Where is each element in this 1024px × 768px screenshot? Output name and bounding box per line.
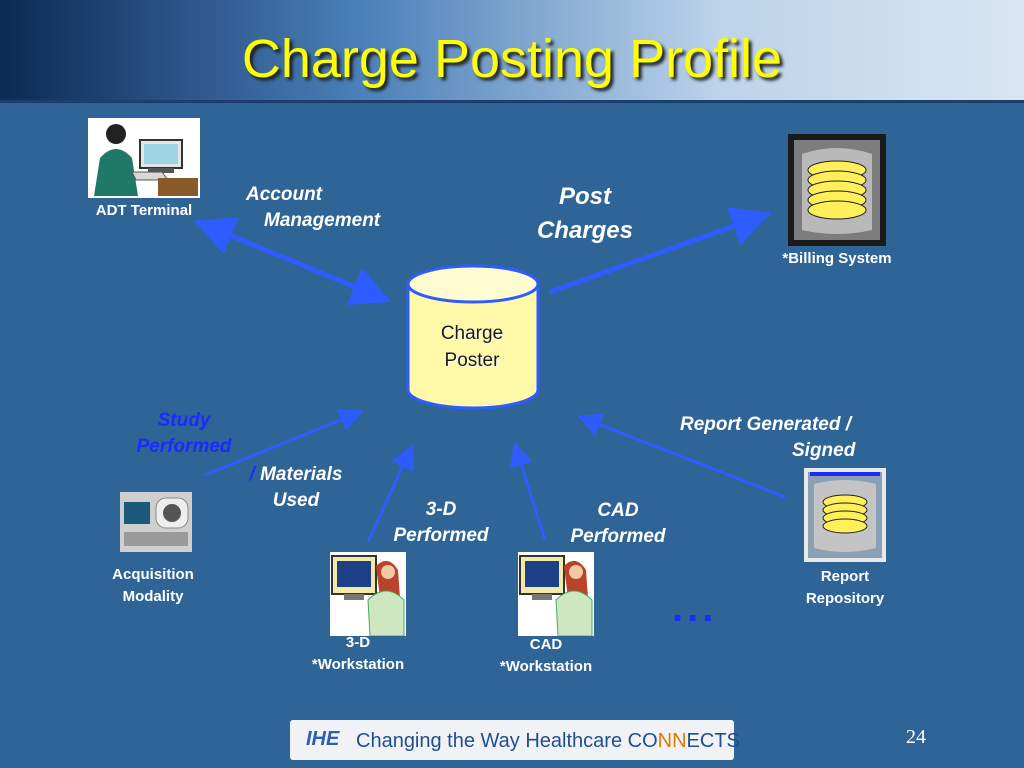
adt-terminal-icon [88, 118, 200, 198]
header-divider [0, 100, 1024, 103]
3d-workstation-label: 3-D *Workstation [296, 632, 420, 676]
arrow-post-charges [549, 207, 772, 295]
cad-performed-line2: Performed [570, 526, 666, 547]
report-repository-line2: Repository [805, 590, 885, 607]
slide-title: Charge Posting Profile [241, 29, 783, 89]
3d-workstation-icon [330, 552, 406, 636]
page-number: 24 [906, 726, 926, 748]
acquisition-modality-icon [120, 492, 192, 552]
footer-tagline-c: ECTS [686, 730, 740, 752]
study-line1: Study [157, 410, 211, 431]
acquisition-line1: Acquisition [112, 566, 194, 583]
study-line2: Performed [136, 436, 232, 457]
post-line1: Post [558, 183, 611, 210]
charge-poster-line1: Charge [440, 323, 504, 344]
report-repository-label: Report Repository [780, 566, 910, 610]
report-repository-icon [804, 468, 886, 562]
billing-system-icon [788, 134, 886, 246]
account-management-label: Account Management [246, 182, 380, 234]
cad-workstation-label: CAD *Workstation [484, 634, 608, 678]
arrow-3d-performed [366, 444, 414, 543]
3d-performed-label: 3-D Performed [380, 497, 502, 549]
materials-slash: / [249, 464, 255, 485]
header-banner [0, 0, 1024, 100]
billing-system-label: *Billing System [782, 250, 892, 267]
3d-performed-line2: Performed [393, 525, 489, 546]
arrow-report-generated [577, 413, 786, 499]
arrow-cad-performed [509, 442, 547, 541]
3d-performed-line1: 3-D [425, 499, 457, 520]
ihe-logo: IHE [306, 728, 340, 750]
3d-workstation-line1: 3-D [345, 634, 371, 651]
report-generated-line2: Signed [792, 440, 856, 461]
materials-word: Materials [260, 464, 343, 485]
study-performed-label: Study Performed [118, 408, 250, 460]
more-actors-ellipsis: ... [672, 586, 718, 630]
report-generated-line1: Report Generated / [680, 414, 852, 435]
acquisition-modality-label: Acquisition Modality [90, 564, 216, 608]
materials-used-label: / Materials Used [238, 462, 354, 514]
cad-workstation-icon [518, 552, 594, 636]
cad-performed-line1: CAD [597, 500, 639, 521]
account-line1: Account [246, 184, 322, 205]
cad-workstation-line2: *Workstation [499, 658, 593, 675]
arrow-account-management [194, 217, 392, 306]
charge-poster-database-icon [406, 264, 540, 410]
post-charges-label: Post Charges [520, 180, 650, 248]
cad-workstation-line1: CAD [529, 636, 563, 653]
charge-poster-label: Charge Poster [410, 320, 534, 374]
footer-tagline-accent: NN [657, 730, 687, 752]
materials-line1: / Materials [238, 462, 354, 488]
account-line2: Management [264, 210, 381, 231]
materials-line2: Used [272, 490, 320, 511]
footer-tagline: Changing the Way Healthcare CONNECTS [356, 730, 740, 753]
report-repository-line1: Report [820, 568, 870, 585]
acquisition-line2: Modality [122, 588, 184, 605]
adt-terminal-label: ADT Terminal [95, 202, 193, 219]
cad-performed-label: CAD Performed [556, 498, 680, 550]
footer-banner: IHE Changing the Way Healthcare CONNECTS [290, 720, 740, 760]
charge-poster-line2: Poster [444, 350, 500, 371]
post-line2: Charges [536, 217, 634, 244]
footer-tagline-a: Changing the Way Healthcare CO [356, 730, 658, 752]
arrow-study-performed [204, 408, 364, 477]
3d-workstation-line2: *Workstation [311, 656, 405, 673]
report-generated-label: Report Generated / Signed [680, 412, 900, 464]
